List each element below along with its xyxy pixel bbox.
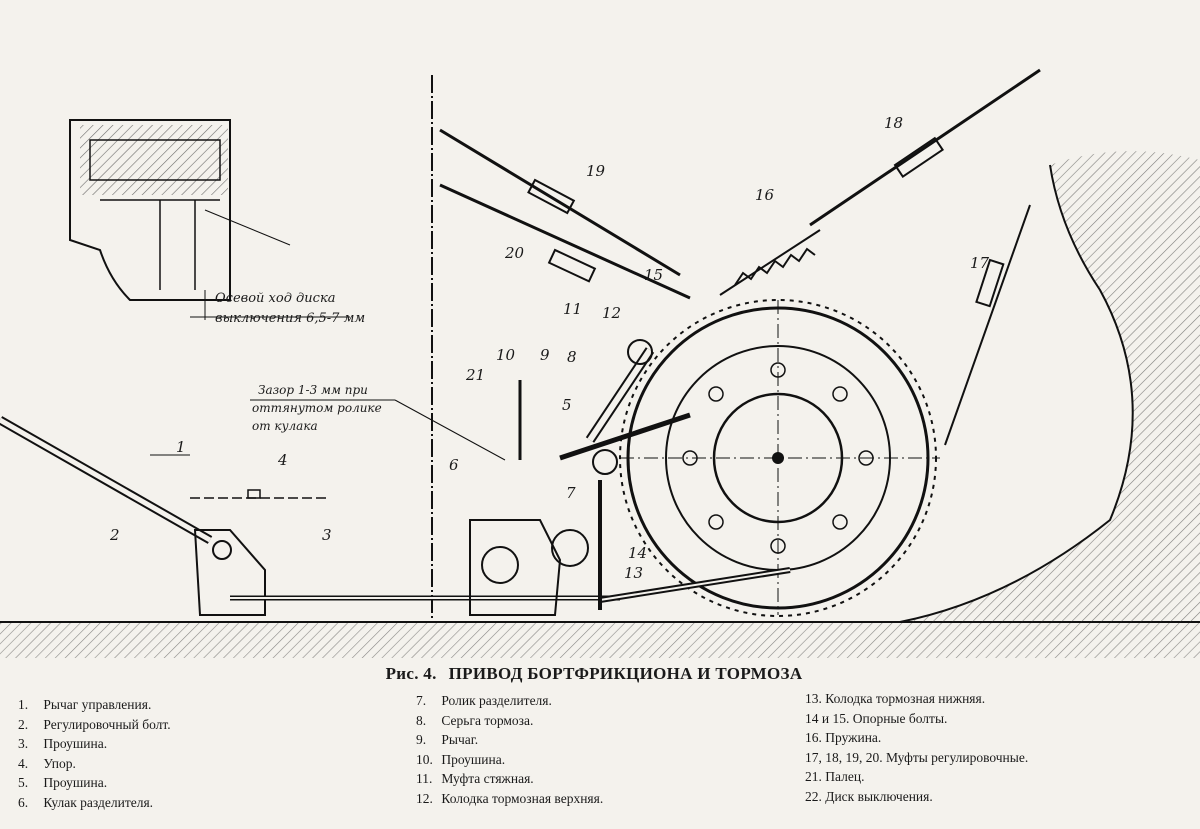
legend-item: 9. Рычаг. <box>416 732 479 748</box>
gap-note-line1: Зазор 1-3 мм при <box>258 383 368 397</box>
legend-column-3: 13. Колодка тормозная нижняя. 14 и 15. О… <box>805 689 1028 807</box>
legend-item: 10. Проушина. <box>416 751 506 767</box>
legend-item: 2. Регулировочный болт. <box>18 716 171 732</box>
legend-column-2: 7. Ролик разделителя. 8. Серьга тормоза.… <box>416 691 603 809</box>
legend-item: 14 и 15. Опорные болты. <box>805 710 948 726</box>
callout-14: 14 <box>628 544 647 562</box>
callout-10: 10 <box>496 346 516 364</box>
callout-15: 15 <box>644 266 663 284</box>
legend-item: 1. Рычаг управления. <box>18 697 152 712</box>
legend-item: 21. Палец. <box>805 769 865 785</box>
callout-13: 13 <box>624 564 643 582</box>
callout-4: 4 <box>277 451 288 469</box>
legend-item: 7. Ролик разделителя. <box>416 693 552 708</box>
callout-19: 19 <box>586 162 606 180</box>
figure-caption: Рис. 4. ПРИВОД БОРТФРИКЦИОНА И ТОРМОЗА <box>0 664 1200 684</box>
mechanism-drawing: Осевой ход диска выключения 6,5-7 мм Заз… <box>0 68 1200 658</box>
figure-number: Рис. 4. <box>385 664 437 683</box>
legend-item: 12. Колодка тормозная верхняя. <box>416 790 604 806</box>
axial-travel-note-line1: Осевой ход диска <box>215 291 335 306</box>
callout-20: 20 <box>504 244 525 262</box>
legend-item: 5. Проушина. <box>18 775 108 791</box>
callout-11: 11 <box>563 300 582 318</box>
legend-item: 13. Колодка тормозная нижняя. <box>805 691 986 706</box>
callout-17: 17 <box>970 254 990 272</box>
callout-6: 6 <box>449 456 459 474</box>
brake-drum <box>619 299 940 617</box>
callout-16: 16 <box>755 186 775 204</box>
callout-7: 7 <box>566 484 576 502</box>
linkages <box>0 68 1041 616</box>
legend-item: 8. Серьга тормоза. <box>416 712 534 728</box>
callouts: 1 2 3 4 5 6 7 8 9 10 11 12 13 14 15 16 1… <box>109 114 990 582</box>
gap-note-line3: от кулака <box>252 419 318 433</box>
callout-8: 8 <box>567 348 577 366</box>
callout-9: 9 <box>540 346 550 364</box>
inset-detail <box>69 119 350 320</box>
callout-1: 1 <box>176 438 186 456</box>
callout-2: 2 <box>109 526 120 544</box>
legend-item: 22. Диск выключения. <box>805 788 933 804</box>
ground <box>0 621 1200 658</box>
callout-21: 21 <box>465 366 485 384</box>
gap-note-line2: оттянутом ролике <box>252 401 382 415</box>
legend-item: 11. Муфта стяжная. <box>416 771 534 787</box>
callout-12: 12 <box>602 304 621 322</box>
housing-wall <box>899 151 1200 623</box>
legend-column-1: 1. Рычаг управления. 2. Регулировочный б… <box>18 695 171 813</box>
callout-5: 5 <box>562 396 572 414</box>
axial-travel-note-line2: выключения 6,5-7 мм <box>215 311 365 326</box>
legend-item: 17, 18, 19, 20. Муфты регулировочные. <box>805 749 1029 765</box>
legend-item: 6. Кулак разделителя. <box>18 794 154 810</box>
figure-title: ПРИВОД БОРТФРИКЦИОНА И ТОРМОЗА <box>448 664 803 683</box>
legend-item: 4. Упор. <box>18 755 76 771</box>
legend-item: 16. Пружина. <box>805 730 882 746</box>
callout-3: 3 <box>322 526 332 544</box>
callout-18: 18 <box>884 114 903 132</box>
legend-item: 3. Проушина. <box>18 736 108 752</box>
